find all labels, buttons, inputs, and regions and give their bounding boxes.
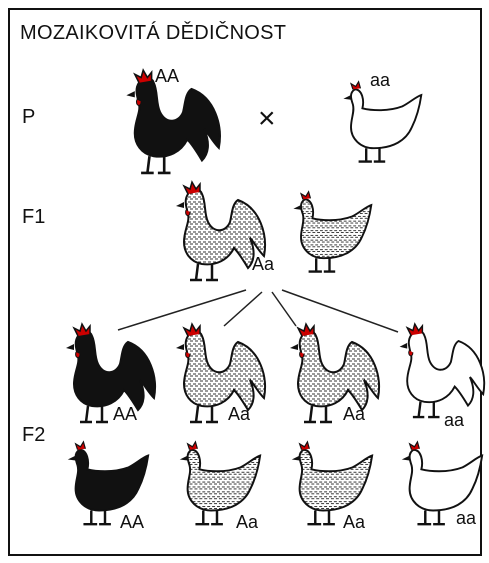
f2-rooster-2-speckled: [176, 324, 265, 422]
f2-rooster-4-white: [400, 324, 485, 417]
f2-rooster-3-speckled: [290, 324, 379, 422]
f2-hen-3-speckled: [292, 442, 372, 524]
f2-hen-4-white: [402, 442, 482, 524]
f2-hen-2-speckled: [180, 442, 260, 524]
f2-hen-1-black: [68, 442, 148, 524]
f2-rooster-1-black: [66, 324, 155, 422]
f1-hen-speckled: [293, 192, 371, 272]
p-hen-white: [343, 82, 421, 162]
p-rooster-black: [126, 70, 219, 173]
f1-rooster-speckled: [176, 182, 265, 280]
cross-lines: [118, 290, 398, 332]
